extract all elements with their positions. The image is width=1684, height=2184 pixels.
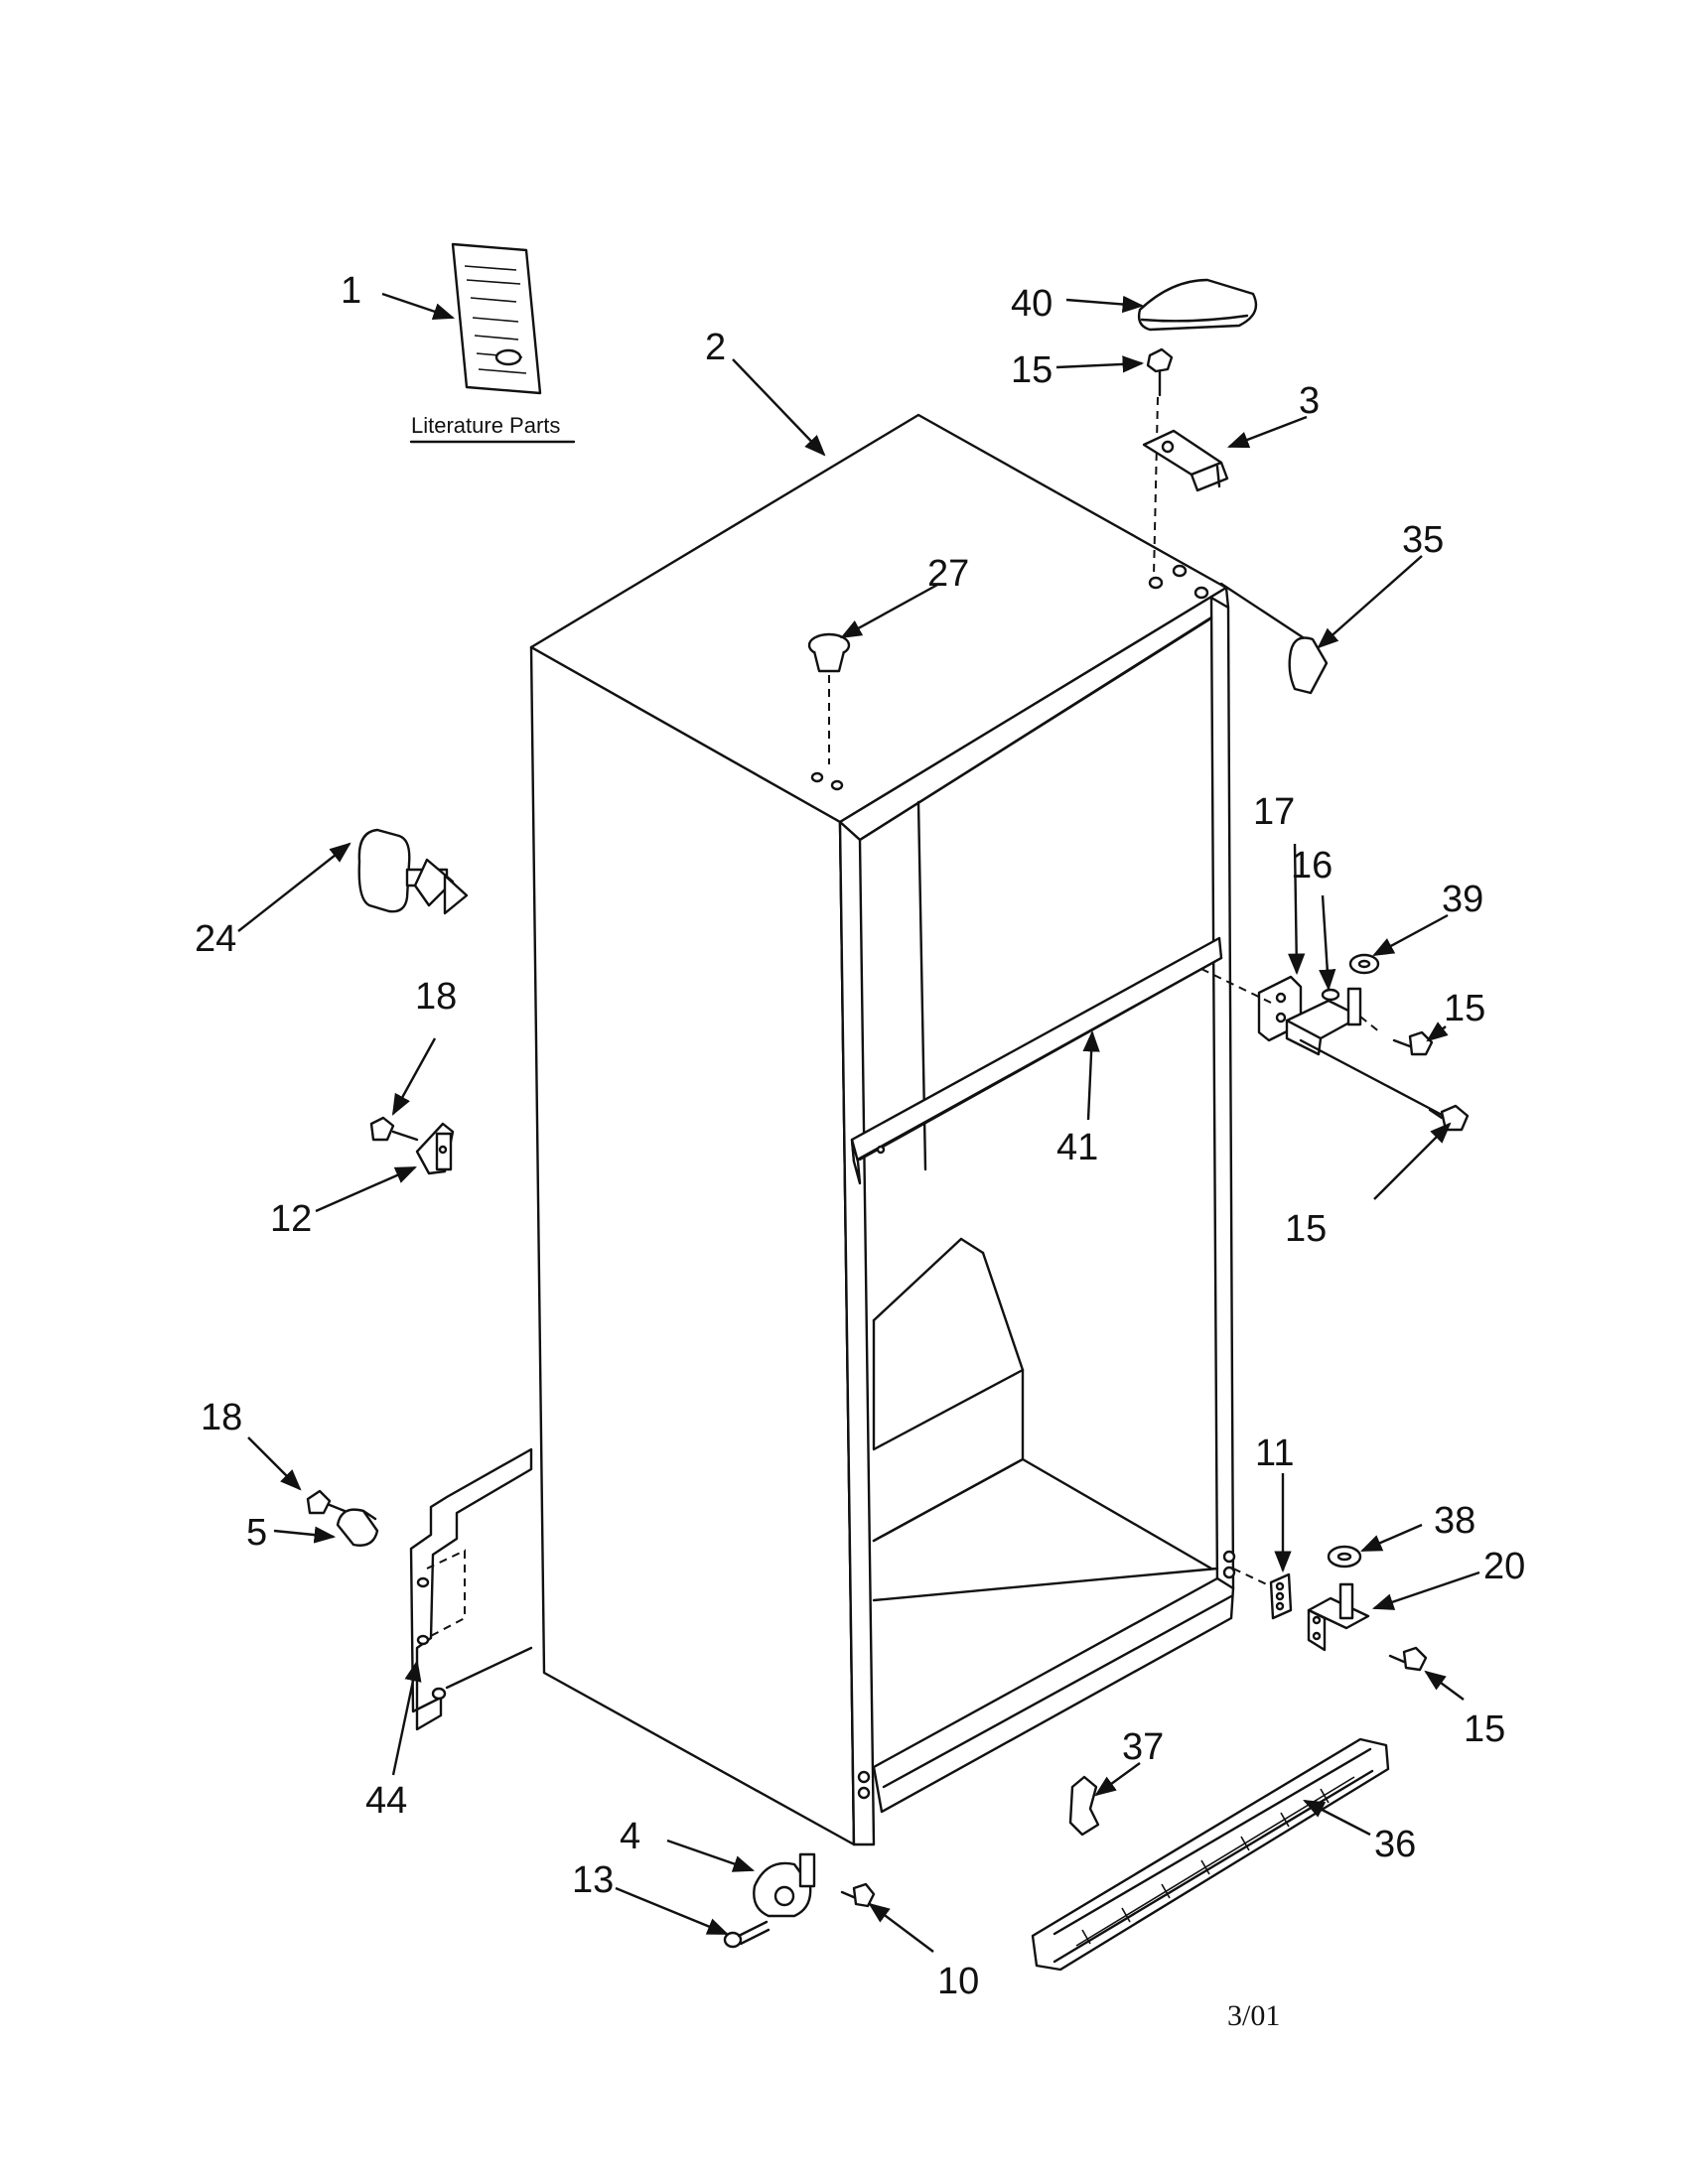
- part-18-screw-lower: [306, 1489, 351, 1515]
- part-4-roller: [753, 1852, 816, 1918]
- part-37-grille-clip: [1068, 1775, 1100, 1837]
- part-10-screw: [840, 1882, 876, 1908]
- part-11-bracket: [1269, 1572, 1293, 1620]
- date-code: 3/01: [1227, 1999, 1280, 2032]
- part-27-plug: [807, 632, 851, 764]
- part-38-washer: [1327, 1545, 1362, 1569]
- callout-5: 5: [246, 1512, 267, 1554]
- callout-11: 11: [1255, 1433, 1294, 1474]
- part-3-top-hinge: [1142, 429, 1229, 492]
- callout-20: 20: [1483, 1546, 1525, 1587]
- callout-17: 17: [1253, 791, 1295, 833]
- literature-parts-label: Literature Parts: [411, 413, 560, 438]
- part-15-top-screw: [1146, 347, 1174, 397]
- callout-10: 10: [937, 1961, 979, 2002]
- callout-24: 24: [195, 918, 236, 960]
- callout-36: 36: [1374, 1824, 1416, 1865]
- callout-15-top: 15: [1011, 349, 1052, 391]
- leader-lines: [237, 292, 1480, 1953]
- part-12-clip: [415, 1122, 455, 1175]
- part-40-hinge-cover: [1137, 278, 1258, 332]
- callout-1: 1: [341, 270, 361, 312]
- callout-18-upper: 18: [415, 976, 457, 1018]
- part-41-center-rail: [850, 936, 1223, 1185]
- callout-13: 13: [572, 1859, 614, 1901]
- part-13-pin: [723, 1920, 771, 1949]
- callout-39: 39: [1442, 879, 1483, 920]
- part-24-door-stop: [357, 828, 469, 915]
- callout-12: 12: [270, 1198, 312, 1240]
- callout-27: 27: [927, 553, 969, 595]
- callout-16: 16: [1291, 845, 1333, 887]
- cabinet: [529, 413, 1236, 1846]
- part-1-literature: Literature Parts: [409, 242, 576, 444]
- part-44-side-panel: [409, 1447, 533, 1731]
- callout-4: 4: [620, 1816, 640, 1857]
- callout-2: 2: [705, 327, 726, 368]
- part-36-toe-grille: [1031, 1737, 1390, 1972]
- part-5-clamp: [336, 1508, 379, 1547]
- part-20-bottom-hinge: [1307, 1582, 1370, 1652]
- callout-15-mid: 15: [1444, 988, 1485, 1029]
- callout-44: 44: [365, 1780, 407, 1822]
- part-35-hinge-cap: [1219, 582, 1329, 695]
- callout-38: 38: [1434, 1500, 1475, 1542]
- part-15-hinge-screw-a: [1392, 1030, 1434, 1056]
- part-15-bottom-screw: [1388, 1646, 1428, 1672]
- callout-3: 3: [1299, 380, 1320, 422]
- callout-41: 41: [1056, 1127, 1098, 1168]
- callout-15-lower: 15: [1285, 1208, 1327, 1250]
- callout-15-bottom: 15: [1464, 1708, 1505, 1750]
- callout-18-lower: 18: [201, 1397, 242, 1438]
- part-18-screw-upper: [369, 1116, 419, 1142]
- callout-labels: 1 2 40 15 3 35 27 17 16 39 15 41 15 24 1…: [195, 270, 1525, 2032]
- callout-40: 40: [1011, 283, 1052, 325]
- callout-37: 37: [1122, 1726, 1164, 1768]
- callout-35: 35: [1402, 519, 1444, 561]
- part-39-washer: [1348, 953, 1380, 975]
